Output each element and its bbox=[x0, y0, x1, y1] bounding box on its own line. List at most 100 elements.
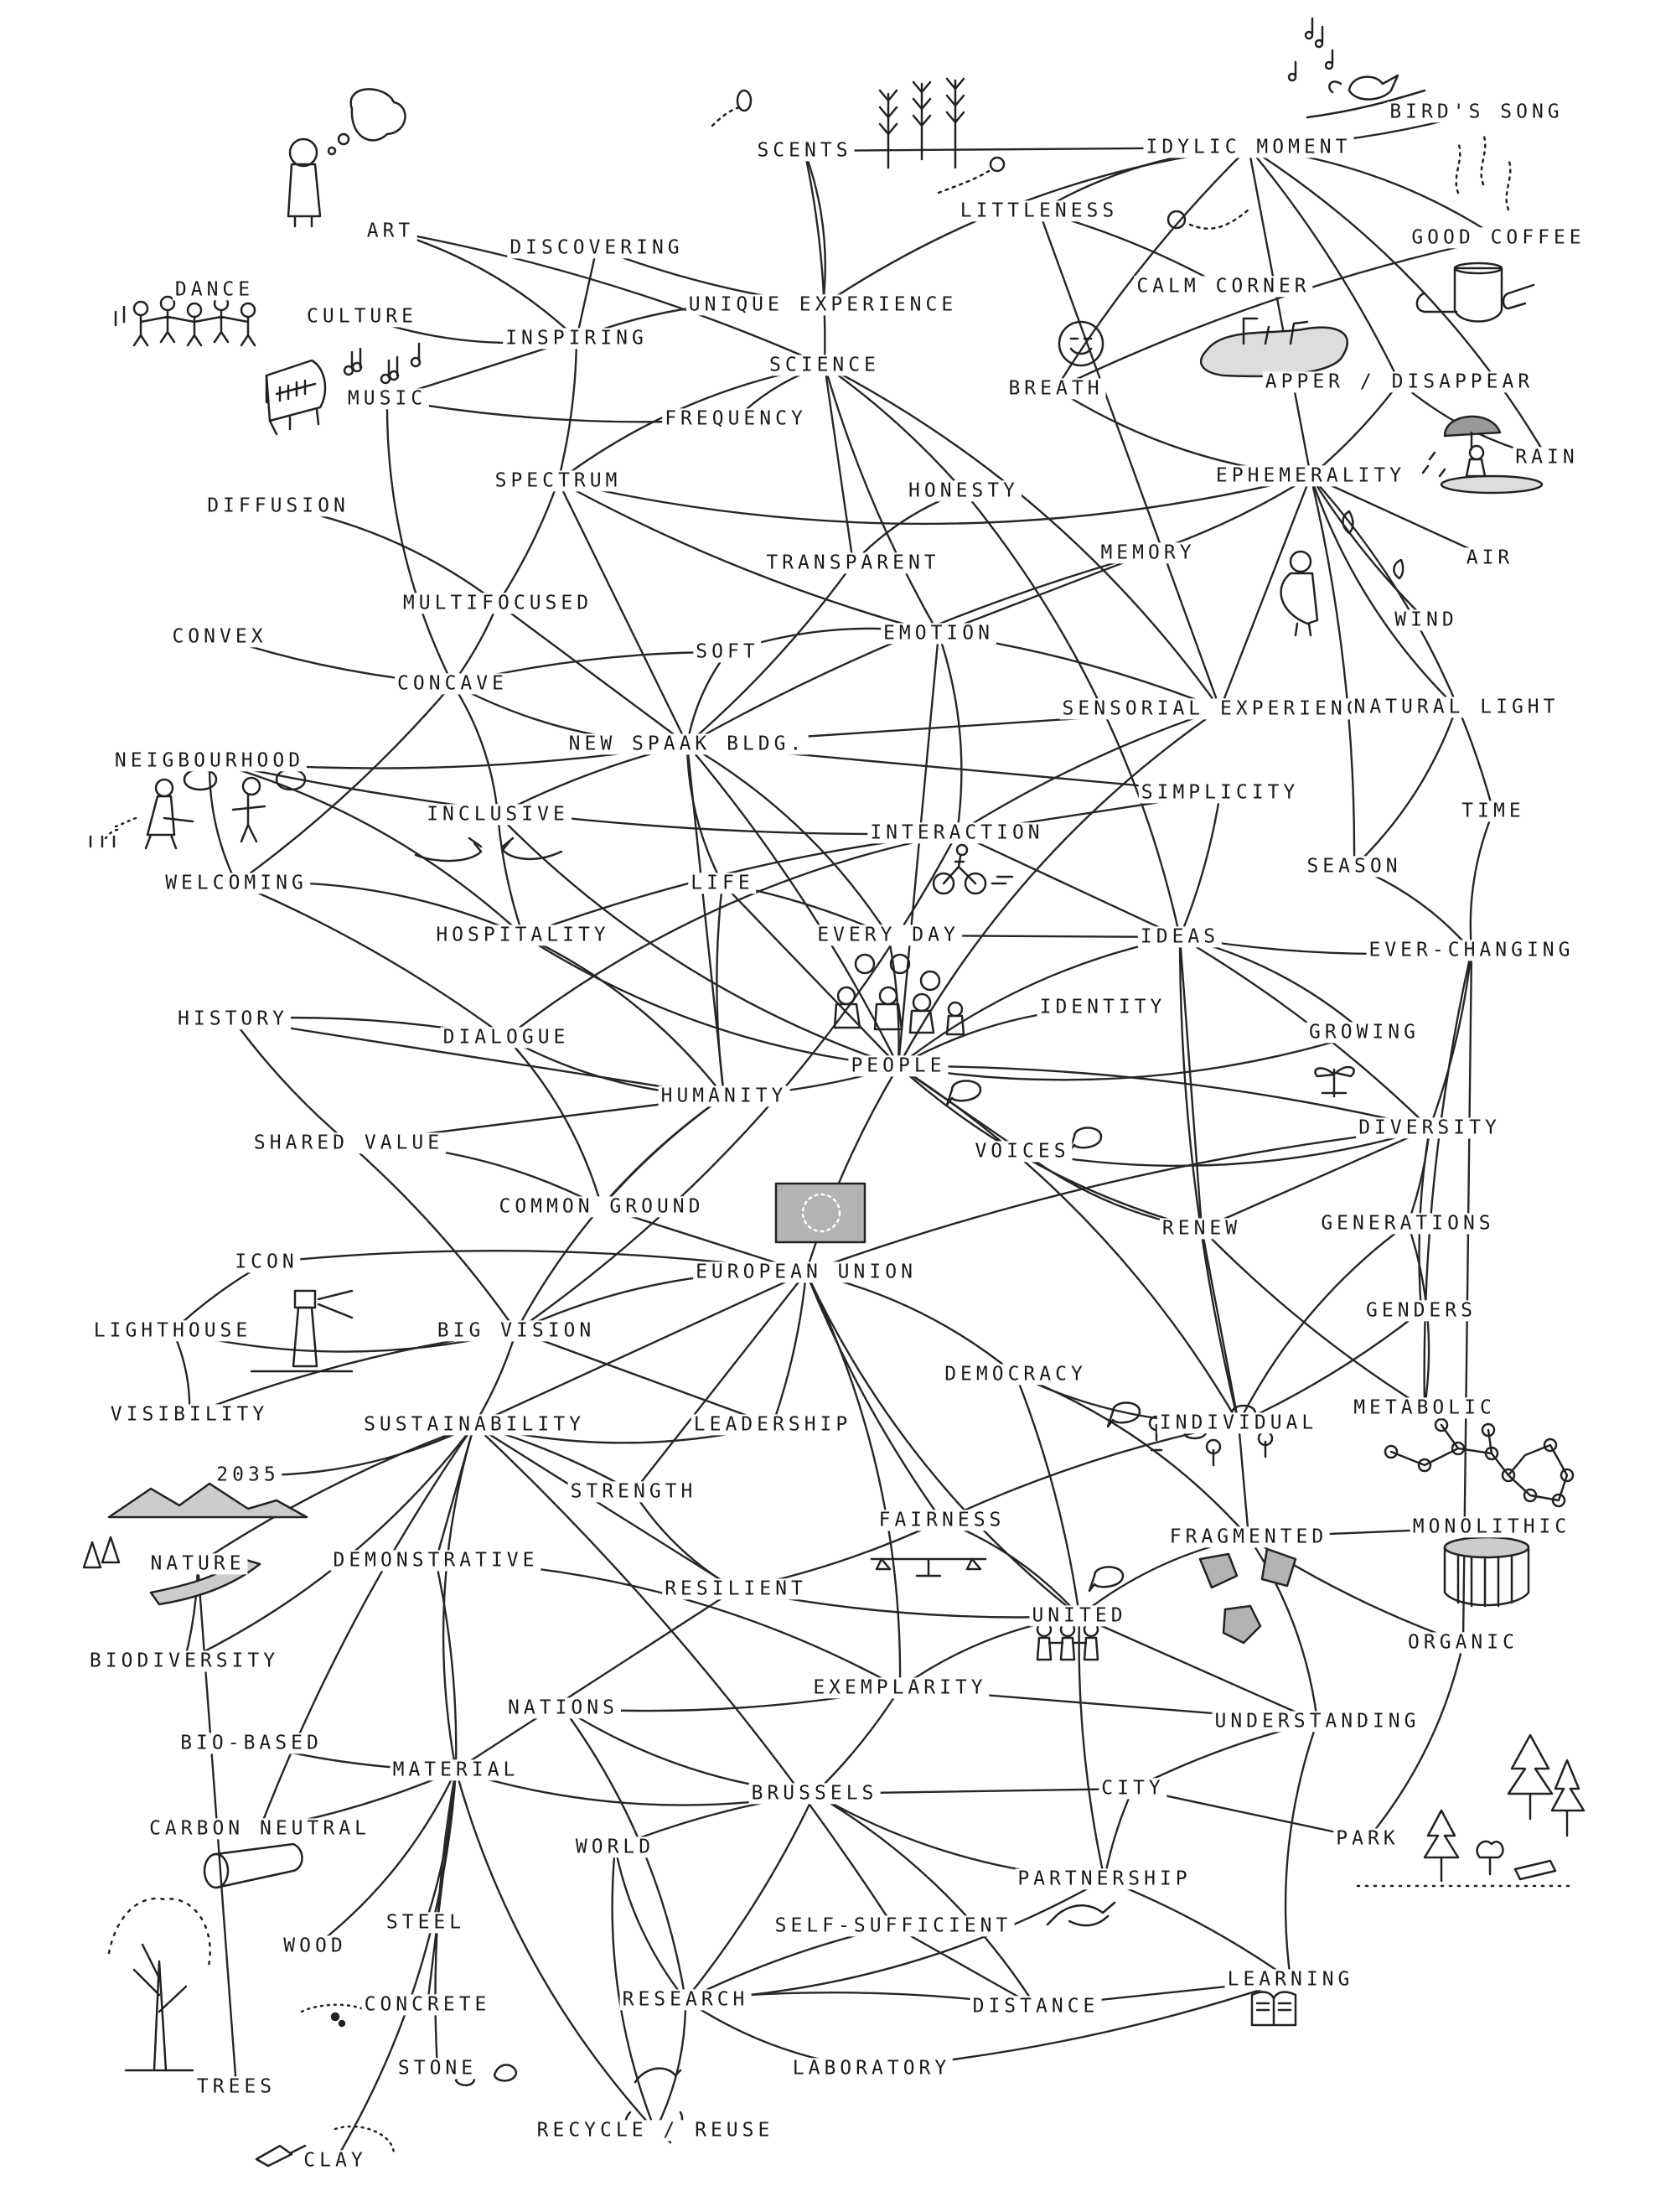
node-music: MUSIC bbox=[344, 388, 430, 410]
node-season: SEASON bbox=[1304, 856, 1404, 878]
node-european-union: EUROPEAN UNION bbox=[693, 1261, 919, 1283]
edge-inclusive-people bbox=[496, 813, 900, 1068]
dancers-sketch bbox=[114, 295, 256, 347]
edge-ideas-individual bbox=[1178, 935, 1240, 1425]
node-culture: CULTURE bbox=[304, 306, 420, 328]
node-convex: CONVEX bbox=[169, 626, 270, 648]
bee-sketch bbox=[711, 89, 753, 127]
node-science: SCIENCE bbox=[767, 355, 882, 376]
node-organic: ORGANIC bbox=[1405, 1632, 1521, 1654]
edge-democracy-fragmented bbox=[1014, 1373, 1250, 1539]
node-brussels: BRUSSELS bbox=[748, 1783, 881, 1805]
edge-european_union-united bbox=[804, 1271, 1081, 1618]
node-transparent: TRANSPARENT bbox=[763, 552, 943, 574]
edge-natural_light-season bbox=[1353, 706, 1458, 868]
node-fairness: FAIRNESS bbox=[876, 1510, 1008, 1531]
apple-sketch bbox=[937, 156, 1006, 194]
edge-interaction-ideas bbox=[955, 831, 1182, 939]
trowel-sketch bbox=[255, 2125, 396, 2168]
edge-european_union-strength bbox=[632, 1271, 808, 1494]
node-concave: CONCAVE bbox=[395, 673, 510, 695]
edge-european_union-diversity bbox=[804, 1127, 1431, 1274]
eu-flag-sketch bbox=[774, 1182, 866, 1244]
monolithic-building-sketch bbox=[1443, 1536, 1530, 1608]
node-stone: STONE bbox=[395, 2058, 480, 2080]
edge-emotion-interaction bbox=[937, 632, 963, 835]
edge-sustainability-self_sufficient bbox=[473, 1423, 895, 1928]
node-shared-value: SHARED VALUE bbox=[251, 1132, 447, 1154]
edge-democracy-united bbox=[1014, 1373, 1081, 1618]
edge-science-honesty bbox=[823, 364, 965, 493]
edge-material-recycle_reuse bbox=[454, 1769, 657, 2132]
node-soft: SOFT bbox=[693, 641, 762, 663]
bicycle-sketch bbox=[932, 843, 1014, 895]
node-breath: BREATH bbox=[1006, 378, 1106, 400]
edge-history-shared_value bbox=[231, 1018, 350, 1145]
node-interaction: INTERACTION bbox=[867, 822, 1047, 844]
node-rain: RAIN bbox=[1513, 447, 1581, 469]
flower-stems-sketch bbox=[878, 77, 965, 169]
edge-science-sensorial_experience bbox=[823, 364, 1222, 711]
edge-life-people bbox=[721, 882, 900, 1068]
edge-good_coffee-breath bbox=[1054, 236, 1500, 391]
node-every-day: EVERY DAY bbox=[815, 925, 962, 946]
node-understanding: UNDERSTANDING bbox=[1212, 1711, 1423, 1733]
edge-genders-individual bbox=[1237, 1309, 1423, 1425]
scales-sketch bbox=[870, 1557, 987, 1577]
node-calm-corner: CALM CORNER bbox=[1134, 276, 1313, 298]
node-city: CITY bbox=[1099, 1778, 1167, 1800]
edge-material-wood bbox=[313, 1769, 458, 1948]
edge-simplicity-ideas bbox=[1178, 791, 1222, 939]
edge-sustainability-nature bbox=[196, 1423, 476, 1566]
node-recycle-reuse: RECYCLE / REUSE bbox=[534, 2120, 777, 2142]
calm-corner-sketch bbox=[1199, 317, 1348, 378]
fragments-sketch bbox=[1198, 1547, 1297, 1645]
edge-people-european_union bbox=[804, 1065, 900, 1274]
node-bio-based: BIO-BASED bbox=[178, 1733, 325, 1754]
people-group-sketch bbox=[833, 953, 965, 1036]
edge-sustainability-material bbox=[442, 1423, 476, 1772]
node-leadership: LEADERSHIP bbox=[691, 1414, 855, 1436]
node-ephemerality: EPHEMERALITY bbox=[1213, 465, 1409, 487]
edge-resilient-material bbox=[454, 1588, 737, 1772]
node-scents: SCENTS bbox=[754, 140, 855, 162]
edge-concave-inclusive bbox=[451, 682, 499, 816]
node-sustainability: SUSTAINABILITY bbox=[361, 1414, 587, 1436]
node-monolithic: MONOLITHIC bbox=[1410, 1516, 1574, 1538]
node-wood: WOOD bbox=[281, 1935, 349, 1957]
node-learning: LEARNING bbox=[1224, 1969, 1357, 1991]
edge-art-inspiring bbox=[389, 230, 578, 340]
edge-idylic_moment-rain bbox=[1247, 146, 1549, 459]
node-frequency: FREQUENCY bbox=[662, 408, 810, 430]
node-lighthouse: LIGHTHOUSE bbox=[91, 1320, 255, 1342]
edge-research-recycle_reuse bbox=[654, 1998, 687, 2132]
edge-new_spaak-life bbox=[685, 743, 724, 885]
edge-exemplarity-brussels bbox=[813, 1686, 902, 1795]
node-world: WORLD bbox=[572, 1836, 658, 1858]
node-discovering: DISCOVERING bbox=[507, 237, 686, 259]
edge-art-science bbox=[389, 230, 826, 367]
lighthouse-sketch bbox=[250, 1289, 354, 1373]
node-welcoming: WELCOMING bbox=[163, 873, 310, 894]
edge-interaction-big_vision bbox=[515, 831, 959, 1333]
edge-scents-unique_experience bbox=[803, 149, 826, 307]
edge-spectrum-emotion bbox=[556, 479, 940, 635]
molecule-sketch bbox=[1384, 1417, 1575, 1508]
node-life: LIFE bbox=[688, 873, 757, 894]
node-resilient: RESILIENT bbox=[662, 1578, 810, 1600]
smiley-face-sketch bbox=[1058, 320, 1104, 367]
edge-neighbourhood-hospitality bbox=[208, 759, 525, 937]
node-material: MATERIAL bbox=[390, 1759, 522, 1781]
edge-united-understanding bbox=[1078, 1614, 1319, 1723]
edge-brussels-research bbox=[684, 1792, 816, 2002]
node-sensorial-experience: SENSORIAL EXPERIENCE bbox=[1059, 698, 1381, 720]
edge-renew-individual bbox=[1200, 1227, 1240, 1425]
node-time: TIME bbox=[1459, 800, 1528, 822]
park-trees-sketch bbox=[1356, 1733, 1585, 1888]
node-unique-experience: UNIQUE EXPERIENCE bbox=[685, 294, 960, 316]
node-hospitality: HOSPITALITY bbox=[433, 925, 613, 946]
node-new-spaak: NEW SPAAK BLDG. bbox=[566, 733, 809, 755]
edge-sustainability-resilient bbox=[473, 1423, 737, 1591]
mountains-sketch bbox=[82, 1482, 308, 1606]
